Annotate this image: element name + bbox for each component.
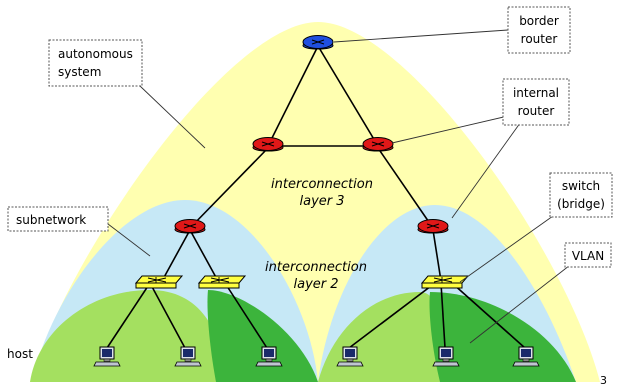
- host-segment-left: [30, 290, 226, 382]
- layer2-label-line1: interconnection: [265, 260, 367, 275]
- page-number: 3: [600, 374, 607, 387]
- internal-router-label-line2: router: [518, 104, 555, 118]
- border-router-label-line2: router: [521, 32, 558, 46]
- switch-bridge-label-line2: (bridge): [557, 197, 605, 211]
- switch-icon: [433, 277, 453, 283]
- switch-bridge-label-line1: switch: [562, 179, 600, 193]
- switch-left-1: [134, 275, 184, 289]
- border-router-callout: border router: [507, 6, 571, 54]
- router-icon: [261, 141, 275, 147]
- border-router: [302, 35, 334, 50]
- subnetwork-label: subnetwork: [16, 213, 86, 227]
- border-router-label-line1: border: [519, 14, 559, 28]
- host-label: host: [7, 347, 33, 361]
- internal-router-callout: internal router: [502, 78, 570, 126]
- router-icon: [371, 141, 385, 147]
- vlan-area-left: [207, 290, 318, 382]
- switch-bridge-callout: switch (bridge): [549, 172, 613, 218]
- subnet-router-right: [417, 219, 449, 234]
- router-icon: [311, 39, 325, 45]
- internal-router-right: [362, 137, 394, 152]
- router-icon: [183, 223, 197, 229]
- autonomous-system-callout: autonomous system: [48, 39, 143, 87]
- switch-icon: [147, 277, 167, 283]
- autonomous-system-label-line1: autonomous: [58, 47, 133, 61]
- internal-router-left: [252, 137, 284, 152]
- router-icon: [426, 223, 440, 229]
- layer2-label-line2: layer 2: [293, 277, 338, 292]
- switch-left-2: [197, 275, 247, 289]
- internal-router-label-line1: internal: [513, 86, 559, 100]
- autonomous-system-label-line2: system: [58, 65, 101, 79]
- network-links: [106, 45, 526, 349]
- subnetwork-callout: subnetwork: [7, 206, 109, 232]
- vlan-label: VLAN: [572, 249, 604, 263]
- vlan-area-right: [429, 292, 576, 382]
- layer3-label-line2: layer 3: [299, 194, 344, 209]
- switch-right: [420, 275, 470, 289]
- layer3-label-line1: interconnection: [271, 177, 373, 192]
- subnet-router-left: [174, 219, 206, 234]
- switch-icon: [210, 277, 230, 283]
- vlan-callout: VLAN: [564, 242, 612, 268]
